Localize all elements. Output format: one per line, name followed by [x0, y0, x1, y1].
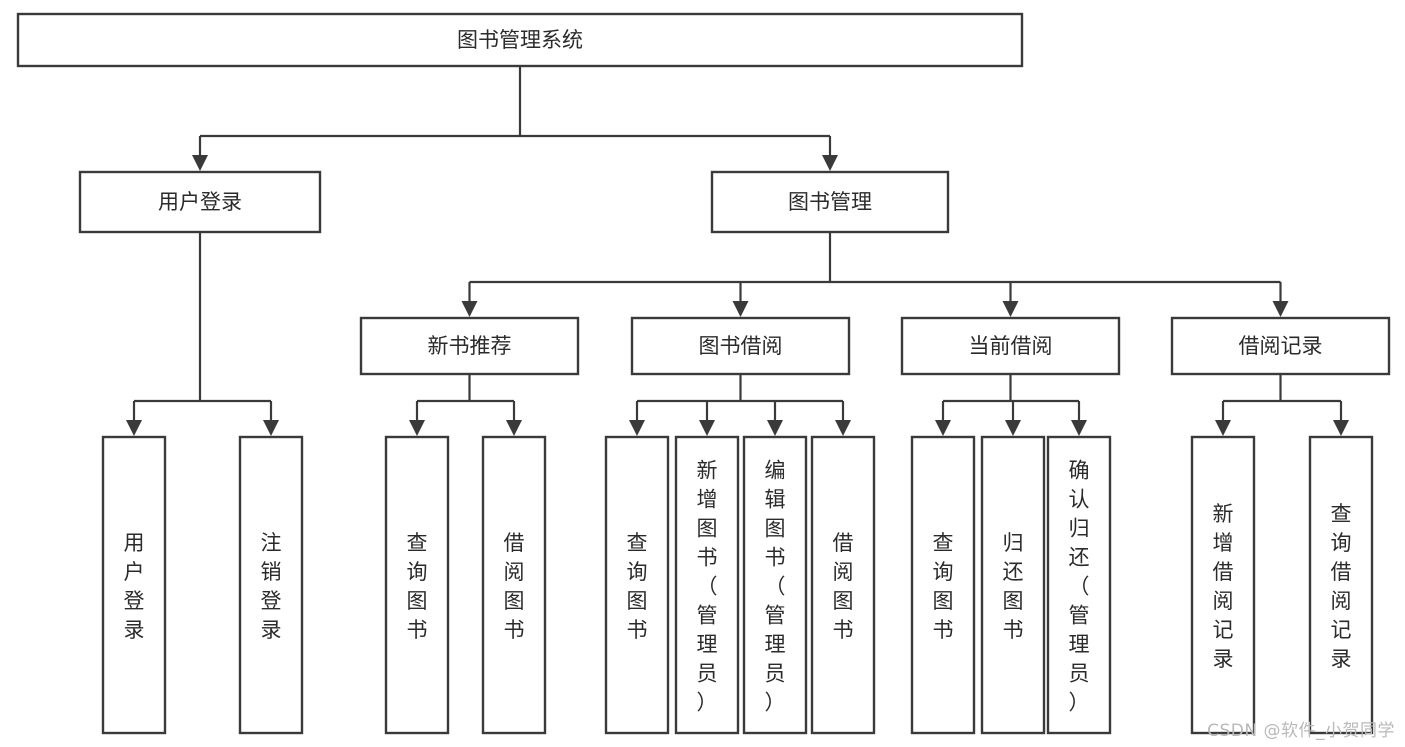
node-box[interactable] — [674, 435, 740, 735]
node-box[interactable] — [630, 316, 851, 376]
node-box[interactable] — [481, 435, 547, 735]
node-label: 查询图书 — [627, 531, 648, 642]
node-label: 归还图书 — [1003, 531, 1024, 642]
node-box[interactable] — [810, 435, 876, 735]
node-box[interactable] — [101, 435, 167, 735]
connector-layer — [126, 66, 1349, 436]
node-box[interactable] — [384, 435, 450, 735]
connector-group — [629, 374, 851, 436]
node-label: 查询借阅记录 — [1331, 502, 1352, 671]
node-label: 借阅图书 — [833, 531, 854, 642]
node-box[interactable] — [16, 12, 1024, 68]
connector-group — [409, 374, 522, 436]
node-l2-book-manage[interactable]: 图书管理 — [710, 170, 950, 234]
node-leaf-bb-query[interactable]: 查询图书 — [604, 435, 670, 735]
connector-group — [126, 232, 279, 436]
watermark-text: CSDN @软件_小贺同学 — [1207, 721, 1395, 741]
node-leaf-cur-confirm[interactable]: 确认归还（管理员） — [1046, 435, 1112, 735]
node-layer: 图书管理系统用户登录图书管理新书推荐图书借阅当前借阅借阅记录用户登录注销登录查询… — [16, 12, 1391, 735]
node-box[interactable] — [1190, 435, 1256, 735]
node-leaf-rec-add[interactable]: 新增借阅记录 — [1190, 435, 1256, 735]
node-label: 新书推荐 — [428, 334, 512, 358]
node-l2-user-login[interactable]: 用户登录 — [78, 170, 322, 234]
node-l3-borrow[interactable]: 图书借阅 — [630, 316, 851, 376]
node-label: 当前借阅 — [969, 334, 1053, 358]
node-label: 确认归还（管理员） — [1069, 459, 1090, 715]
node-leaf-nb-query[interactable]: 查询图书 — [384, 435, 450, 735]
node-label: 图书借阅 — [699, 334, 783, 358]
node-leaf-bb-edit[interactable]: 编辑图书（管理员） — [742, 435, 808, 735]
node-l3-new-book[interactable]: 新书推荐 — [359, 316, 580, 376]
node-box[interactable] — [359, 316, 580, 376]
node-root[interactable]: 图书管理系统 — [16, 12, 1024, 68]
connector-group — [935, 374, 1087, 436]
node-leaf-bb-borrow[interactable]: 借阅图书 — [810, 435, 876, 735]
node-label: 图书管理 — [788, 190, 872, 214]
node-label: 新增图书（管理员） — [697, 459, 718, 715]
node-box[interactable] — [1046, 435, 1112, 735]
node-leaf-user-login[interactable]: 用户登录 — [101, 435, 167, 735]
node-box[interactable] — [604, 435, 670, 735]
node-box[interactable] — [910, 435, 976, 735]
node-label: 借阅记录 — [1239, 334, 1323, 358]
node-box[interactable] — [78, 170, 322, 234]
connector-group — [461, 232, 1289, 317]
node-box[interactable] — [1170, 316, 1391, 376]
node-label: 新增借阅记录 — [1213, 502, 1234, 671]
node-label: 图书管理系统 — [457, 28, 583, 52]
node-box[interactable] — [710, 170, 950, 234]
node-box[interactable] — [238, 435, 304, 735]
node-label: 借阅图书 — [504, 531, 525, 642]
node-l3-current[interactable]: 当前借阅 — [900, 316, 1121, 376]
node-label: 编辑图书（管理员） — [765, 459, 786, 715]
node-leaf-rec-query[interactable]: 查询借阅记录 — [1308, 435, 1374, 735]
node-label: 用户登录 — [124, 531, 145, 642]
connector-group — [1215, 374, 1349, 436]
node-label: 查询图书 — [407, 531, 428, 642]
node-leaf-logout[interactable]: 注销登录 — [238, 435, 304, 735]
node-leaf-bb-add[interactable]: 新增图书（管理员） — [674, 435, 740, 735]
node-leaf-cur-return[interactable]: 归还图书 — [980, 435, 1046, 735]
node-l3-records[interactable]: 借阅记录 — [1170, 316, 1391, 376]
node-leaf-nb-borrow[interactable]: 借阅图书 — [481, 435, 547, 735]
node-box[interactable] — [980, 435, 1046, 735]
node-label: 用户登录 — [158, 190, 242, 214]
node-leaf-cur-query[interactable]: 查询图书 — [910, 435, 976, 735]
node-box[interactable] — [742, 435, 808, 735]
node-box[interactable] — [1308, 435, 1374, 735]
node-label: 注销登录 — [261, 531, 282, 642]
connector-group — [192, 66, 838, 171]
node-label: 查询图书 — [933, 531, 954, 642]
node-box[interactable] — [900, 316, 1121, 376]
